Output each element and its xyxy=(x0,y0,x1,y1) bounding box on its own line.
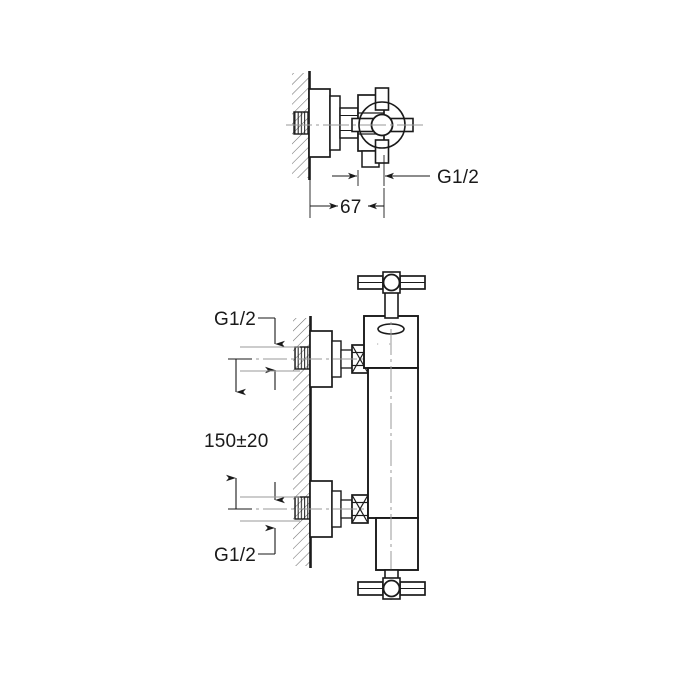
bottom-view-group: • • xyxy=(204,271,426,600)
top-view-group: G1/2 67 xyxy=(286,71,479,218)
top-thread-dimension-group xyxy=(332,155,430,186)
upper-handle-hub xyxy=(382,273,401,292)
upper-inlet-thread-label: G1/2 xyxy=(214,309,256,330)
escutcheon-top xyxy=(308,88,341,158)
escutcheon-step-top xyxy=(329,95,341,151)
lower-thread-callout-group xyxy=(240,482,300,555)
top-projection-dim-label: 67 xyxy=(340,197,362,218)
upper-handle-stem xyxy=(384,291,399,319)
upper-cross-handle[interactable] xyxy=(357,271,426,319)
upper-thread-callout-group xyxy=(240,317,300,390)
lower-cross-handle[interactable] xyxy=(357,569,426,600)
micro-mark-left: • xyxy=(377,341,379,346)
lower-handle-hub xyxy=(382,579,401,598)
inlet-centre-distance-label: 150±20 xyxy=(204,431,268,452)
lower-inlet-assembly xyxy=(228,480,372,538)
handle-spoke-up-top xyxy=(374,87,390,111)
lower-nut-x-b xyxy=(351,494,369,524)
handle-spoke-down-top xyxy=(374,139,390,164)
top-thread-label: G1/2 xyxy=(437,167,479,188)
mixer-lower-block xyxy=(375,517,419,571)
escutcheon-body-top xyxy=(308,88,331,158)
mixer-bar-body: • • xyxy=(363,292,419,600)
mixer-main-barrel xyxy=(367,367,419,519)
top-projection-dimension-group xyxy=(309,178,385,218)
micro-mark-right: • xyxy=(389,341,391,346)
centre-distance-dimension-group xyxy=(226,358,252,510)
lower-inlet-thread-label: G1/2 xyxy=(214,545,256,566)
